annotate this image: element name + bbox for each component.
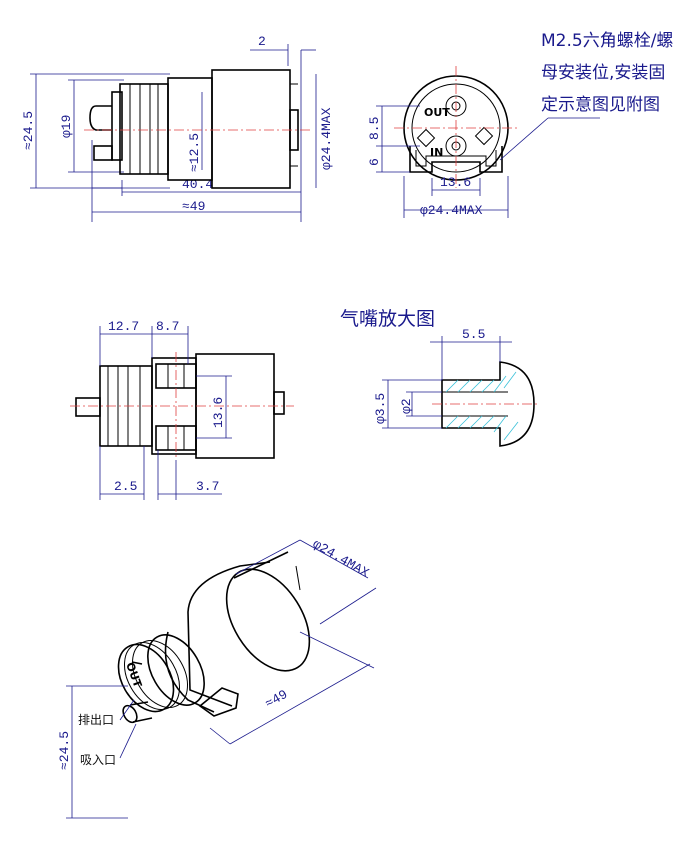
dim-iso-49: ≈49	[263, 687, 291, 712]
dim-5-5: 5.5	[462, 327, 485, 342]
dim-3-7: 3.7	[196, 479, 219, 494]
plan-view: 12.7 8.7 13.6 2.5 3.7	[70, 319, 294, 500]
port-in-label: IN	[430, 146, 443, 159]
dim-12-5: ≈12.5	[187, 133, 202, 172]
dim-phi24-4-side: φ24.4MAX	[319, 107, 334, 170]
side-view: 2 ≈24.5 φ19 ≈12.5 φ24.4MAX 40.4 ≈49	[21, 34, 334, 222]
end-view: OUT IN 8.5 6 13.6 φ24.4MAX	[367, 66, 600, 218]
port-out-label: OUT	[424, 106, 450, 119]
isometric-view: OUT φ24.4MAX ≈49 ≈24.5 排出口 吸入口	[57, 536, 377, 819]
dim-2-5: 2.5	[114, 479, 137, 494]
dim-phi19: φ19	[59, 115, 74, 138]
dim-8-7: 8.7	[156, 319, 179, 334]
note-line-3: 定示意图见附图	[541, 95, 660, 115]
nozzle-view: 气嘴放大图 5.5 φ3.5	[340, 308, 540, 447]
dim-2: 2	[258, 34, 266, 49]
mounting-note: M2.5六角螺栓/螺 母安装位,安装固 定示意图见附图	[541, 31, 673, 115]
dim-24-5: ≈24.5	[21, 111, 36, 150]
iso-port-mark: OUT	[123, 661, 144, 690]
outlet-label: 排出口	[78, 713, 114, 727]
dim-phi3-5: φ3.5	[373, 393, 388, 424]
dim-iso-24-5: ≈24.5	[57, 731, 72, 770]
inlet-label: 吸入口	[80, 753, 116, 767]
nozzle-title: 气嘴放大图	[340, 308, 435, 330]
dim-phi24-4-end: φ24.4MAX	[420, 203, 483, 218]
note-line-2: 母安装位,安装固	[541, 63, 665, 83]
dim-6: 6	[367, 158, 382, 166]
dim-13-6-end: 13.6	[440, 175, 471, 190]
dim-12-7: 12.7	[108, 319, 139, 334]
dim-phi2: φ2	[399, 398, 414, 414]
dim-iso-phi24-4: φ24.4MAX	[310, 536, 372, 580]
note-line-1: M2.5六角螺栓/螺	[541, 31, 673, 51]
dim-8-5: 8.5	[367, 117, 382, 140]
dim-13-6-plan: 13.6	[211, 397, 226, 428]
dim-49-side: ≈49	[182, 199, 205, 214]
